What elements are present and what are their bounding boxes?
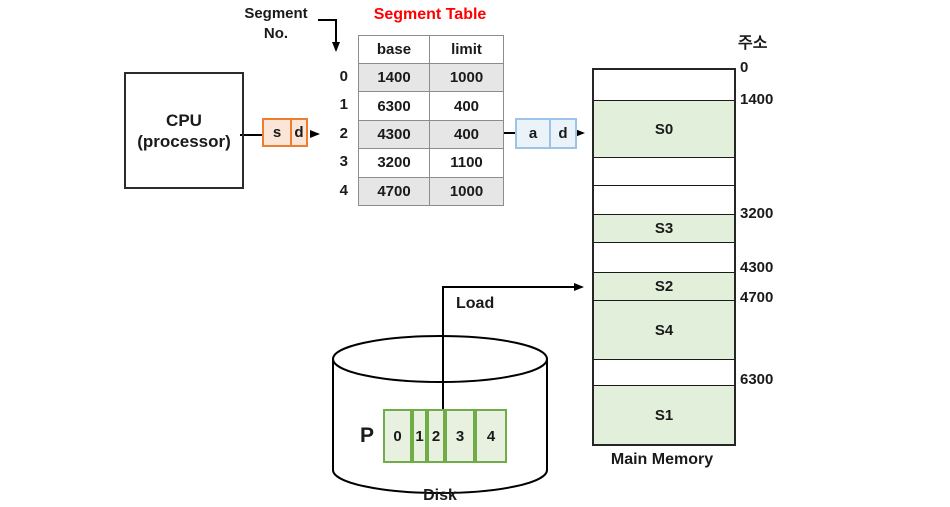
- sd-register: s d: [262, 118, 308, 147]
- memory-segment-s3: S3: [594, 214, 734, 242]
- main-memory-label: Main Memory: [610, 451, 714, 468]
- main-memory: S0 S3 S2 S4 S1: [592, 68, 736, 446]
- memory-free-block: [594, 242, 734, 272]
- memory-segment-s2: S2: [594, 272, 734, 300]
- table-row-1: 6300 400: [359, 91, 503, 120]
- address-label-6300: 6300: [740, 371, 774, 388]
- memory-free-block: [594, 70, 734, 100]
- col-header-base: base: [376, 41, 412, 58]
- address-label-1400: 1400: [740, 91, 774, 108]
- disk-segment-1: 1: [412, 409, 427, 463]
- memory-free-block: [594, 185, 734, 214]
- segment-table-title: Segment Table: [373, 6, 487, 23]
- memory-segment-s4: S4: [594, 300, 734, 359]
- sd-register-s: s: [264, 120, 292, 145]
- sd-register-d: d: [294, 124, 304, 141]
- memory-segment-s1: S1: [594, 385, 734, 444]
- table-row-4: 4700 1000: [359, 176, 503, 205]
- disk-segment-3: 3: [445, 409, 475, 463]
- memory-segment-s0: S0: [594, 100, 734, 157]
- table-header-row: base limit: [359, 36, 503, 63]
- address-heading: 주소: [738, 35, 768, 52]
- address-label-0: 0: [740, 59, 749, 76]
- disk-segment-2: 2: [427, 409, 445, 463]
- disk-segment-4: 4: [475, 409, 507, 463]
- segment-index-3: 3: [339, 153, 348, 170]
- address-label-4700: 4700: [740, 289, 774, 306]
- segment-table: base limit 1400 1000 6300 400 4300 400 3…: [358, 35, 504, 206]
- segment-index-1: 1: [339, 96, 348, 113]
- load-label: Load: [456, 295, 495, 312]
- segment-index-4: 4: [339, 182, 348, 199]
- segment-no-label: Segment No.: [244, 5, 308, 42]
- table-row-2: 4300 400: [359, 119, 503, 149]
- address-label-4300: 4300: [740, 259, 774, 276]
- table-row-3: 3200 1100: [359, 148, 503, 177]
- memory-free-block: [594, 157, 734, 185]
- disk-label: Disk: [423, 487, 457, 504]
- cpu-title: CPU: [166, 110, 202, 130]
- col-header-limit: limit: [429, 36, 503, 63]
- ad-register-a: a: [517, 120, 551, 147]
- ad-register-d: d: [558, 125, 568, 142]
- table-row-0: 1400 1000: [359, 63, 503, 92]
- segment-index-0: 0: [339, 68, 348, 85]
- cpu-subtitle: (processor): [137, 131, 231, 151]
- segment-index-2: 2: [339, 125, 348, 142]
- address-label-3200: 3200: [740, 205, 774, 222]
- process-label: P: [359, 424, 374, 447]
- memory-free-block: [594, 359, 734, 385]
- cpu-box: CPU (processor): [124, 72, 244, 189]
- disk-segment-0: 0: [383, 409, 412, 463]
- ad-register: a d: [515, 118, 577, 149]
